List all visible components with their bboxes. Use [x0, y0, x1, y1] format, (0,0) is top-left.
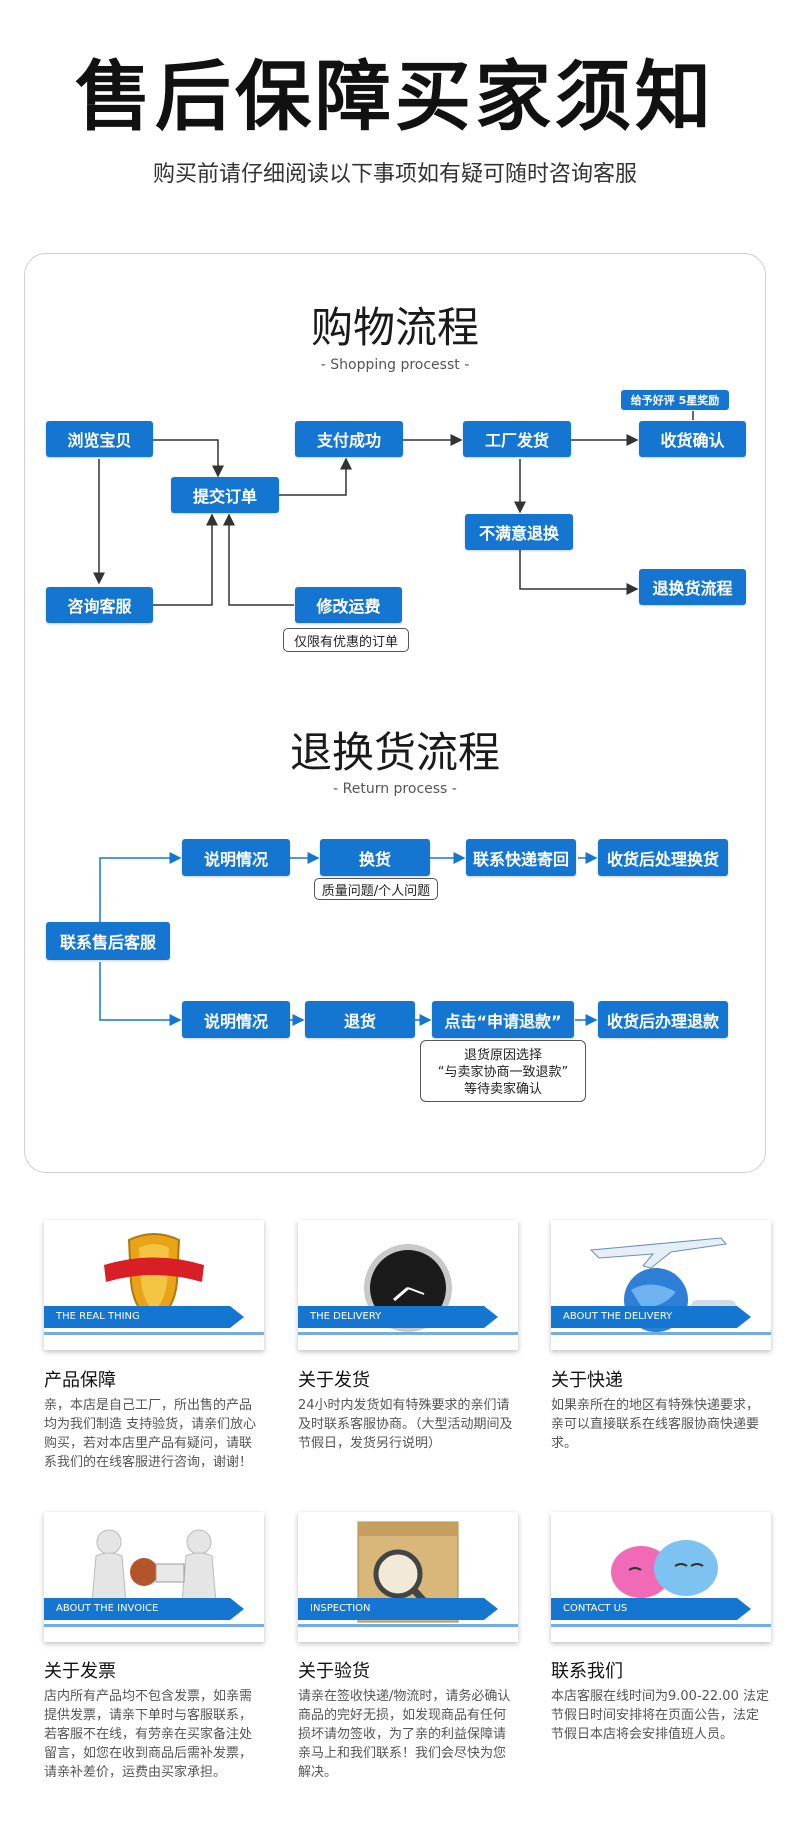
- info-text: 如果亲所在的地区有特殊快递要求，亲可以直接联系在线客服协商快递要求。: [551, 1398, 760, 1451]
- info-text: 请亲在签收快递/物流时，请务必确认商品的完好无损，如发现商品有任何损坏请勿签收，…: [298, 1689, 511, 1780]
- page-subtitle: 购买前请仔细阅读以下事项如有疑可随时咨询客服: [152, 162, 637, 187]
- clock-icon: [364, 1244, 452, 1332]
- step-explain-refund: 说明情况: [182, 1001, 290, 1038]
- modify-shipping-note: 仅限有优惠的订单: [283, 628, 409, 652]
- info-text: 亲，本店是自己工厂，所出售的产品均为我们制造 支持验货，请亲们放心购买，若对本店…: [44, 1398, 257, 1470]
- tile-banner: THE DELIVERY: [298, 1306, 498, 1328]
- info-title: 关于发货: [298, 1370, 370, 1391]
- flow-connectors: [93, 411, 694, 1026]
- step-modify-shipping: 修改运费: [295, 587, 402, 623]
- step-browse: 浏览宝贝: [46, 421, 153, 457]
- tile-banner: THE REAL THING: [44, 1306, 244, 1328]
- step-courier-return: 联系快递寄回: [466, 839, 576, 876]
- tile-banner: INSPECTION: [298, 1598, 498, 1620]
- step-consult: 咨询客服: [46, 587, 153, 623]
- step-exchange: 换货: [320, 839, 430, 876]
- info-text: 店内所有产品均不包含发票，如亲需提供发票，请亲下单时与客服联系，若客服不在线，有…: [44, 1689, 253, 1780]
- shopping-process-subtitle: - Shopping processt -: [320, 357, 470, 373]
- return-process-subtitle: - Return process -: [333, 781, 457, 797]
- tile-contact: CONTACT US: [551, 1512, 771, 1642]
- apply-note-line: 退货原因选择: [463, 1048, 542, 1063]
- step-confirm-receipt: 收货确认: [639, 421, 746, 457]
- page-title: 售后保障买家须知: [75, 52, 715, 141]
- tile-banner: ABOUT THE DELIVERY: [551, 1306, 751, 1328]
- reward-tag: 给予好评 5星奖励: [621, 390, 729, 410]
- step-factory-ship: 工厂发货: [463, 421, 571, 457]
- step-exchange-done: 收货后处理换货: [598, 839, 728, 876]
- tile-real-thing: THE REAL THING: [44, 1220, 264, 1350]
- tile-inspection: INSPECTION: [298, 1512, 518, 1642]
- step-explain-exchange: 说明情况: [182, 839, 290, 876]
- info-title: 关于快递: [551, 1370, 623, 1391]
- info-title: 产品保障: [44, 1370, 116, 1391]
- info-title: 关于发票: [44, 1661, 116, 1682]
- shopping-process-title: 购物流程: [310, 303, 479, 352]
- chat-bubbles-icon: [611, 1540, 718, 1598]
- step-unsatisfied: 不满意退换: [465, 514, 573, 550]
- tile-invoice: ABOUT THE INVOICE: [44, 1512, 264, 1642]
- step-apply-refund: 点击“申请退款”: [432, 1001, 574, 1038]
- info-text: 本店客服在线时间为9.00-22.00 法定节假日时间安排将在页面公告，法定节假…: [551, 1689, 769, 1742]
- info-text: 24小时内发货如有特殊要求的亲们请及时联系客服协商。（大型活动期间及节假日，发货…: [298, 1398, 513, 1451]
- info-title: 关于验货: [298, 1661, 370, 1682]
- airplane-globe-icon: [589, 1237, 736, 1332]
- apply-note-line: “与卖家协商一致退款”: [437, 1065, 569, 1080]
- shield-icon: [104, 1233, 204, 1322]
- step-return-flow: 退换货流程: [639, 569, 746, 605]
- step-refund-done: 收货后办理退款: [598, 1001, 728, 1038]
- tile-banner: ABOUT THE INVOICE: [44, 1598, 244, 1620]
- step-refund: 退货: [305, 1001, 415, 1038]
- apply-note-line: 等待卖家确认: [463, 1082, 542, 1097]
- step-contact-service: 联系售后客服: [46, 922, 170, 960]
- people-handshake-icon: [91, 1529, 217, 1603]
- exchange-note: 质量问题/个人问题: [314, 878, 438, 900]
- tile-about-delivery: ABOUT THE DELIVERY: [551, 1220, 771, 1350]
- step-payment-success: 支付成功: [295, 421, 403, 457]
- apply-refund-note: 退货原因选择 “与卖家协商一致退款” 等待卖家确认: [420, 1040, 586, 1102]
- package-magnifier-icon: [357, 1521, 459, 1623]
- info-title: 联系我们: [551, 1661, 623, 1682]
- tile-banner: CONTACT US: [551, 1598, 751, 1620]
- tile-delivery: THE DELIVERY: [298, 1220, 518, 1350]
- return-process-title: 退换货流程: [289, 728, 500, 777]
- step-submit-order: 提交订单: [171, 477, 279, 513]
